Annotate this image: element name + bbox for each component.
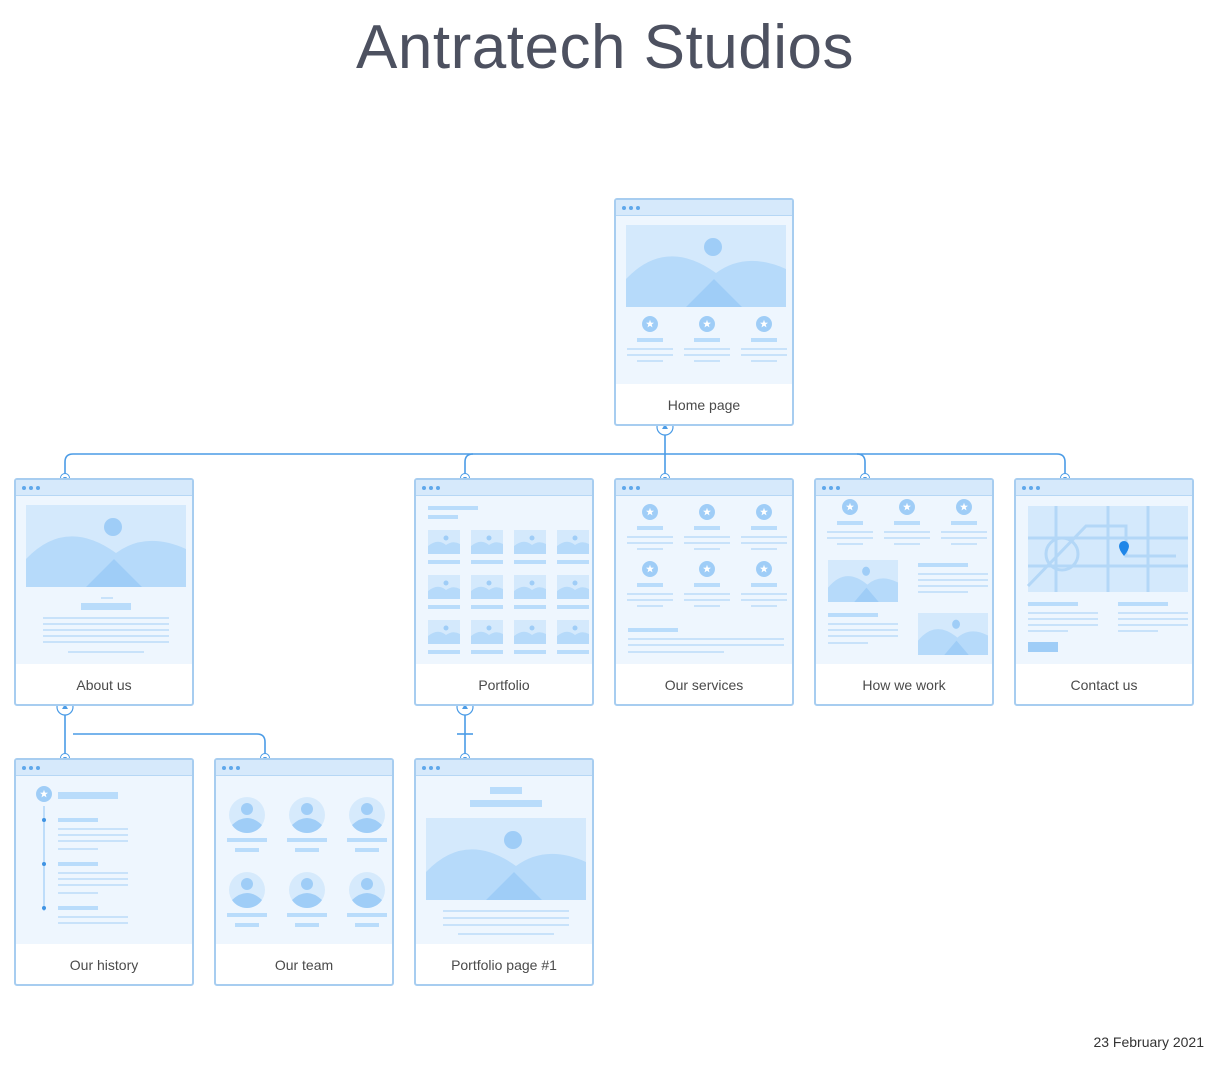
- page-preview: [16, 496, 192, 664]
- window-bar: [16, 760, 192, 776]
- window-bar: [616, 200, 792, 216]
- window-bar: [1016, 480, 1192, 496]
- page-preview: [816, 496, 992, 664]
- page-preview: [216, 776, 392, 944]
- window-bar: [416, 480, 592, 496]
- connector-branch: [64, 453, 74, 478]
- page-label: Contact us: [1070, 677, 1138, 693]
- page-preview: [416, 496, 592, 664]
- page-preview: [16, 776, 192, 944]
- page-label: Our team: [274, 957, 334, 973]
- page-card-services[interactable]: Our services: [614, 478, 794, 706]
- page-card-contact[interactable]: Contact us: [1014, 478, 1194, 706]
- page-card-history[interactable]: Our history: [14, 758, 194, 986]
- connector-branch: [256, 733, 266, 758]
- window-bar: [216, 760, 392, 776]
- window-bar: [616, 480, 792, 496]
- page-label: Our services: [664, 677, 744, 693]
- page-card-home[interactable]: Home page: [614, 198, 794, 426]
- page-card-portfolio[interactable]: Portfolio: [414, 478, 594, 706]
- window-bar: [416, 760, 592, 776]
- page-label: Home page: [667, 397, 741, 413]
- window-bar: [16, 480, 192, 496]
- diagram-title: Antratech Studios: [356, 13, 854, 82]
- page-preview: [416, 776, 592, 944]
- page-preview: [1016, 496, 1192, 664]
- page-card-team[interactable]: Our team: [214, 758, 394, 986]
- page-card-about[interactable]: About us: [14, 478, 194, 706]
- page-label: Portfolio page #1: [451, 957, 557, 973]
- page-preview: [616, 496, 792, 664]
- window-bar: [816, 480, 992, 496]
- port-arrow-up: [462, 704, 468, 709]
- page-card-how[interactable]: How we work: [814, 478, 994, 706]
- port-arrow-up: [662, 424, 668, 429]
- page-preview: [616, 216, 792, 384]
- page-card-portfolio1[interactable]: Portfolio page #1: [414, 758, 594, 986]
- page-label: Our history: [69, 957, 139, 973]
- diagram-date: 23 February 2021: [1093, 1034, 1204, 1050]
- port-arrow-up: [62, 704, 68, 709]
- page-label: About us: [76, 677, 132, 693]
- connector-branch: [1056, 453, 1066, 478]
- page-label: Portfolio: [478, 677, 530, 693]
- page-label: How we work: [862, 677, 946, 693]
